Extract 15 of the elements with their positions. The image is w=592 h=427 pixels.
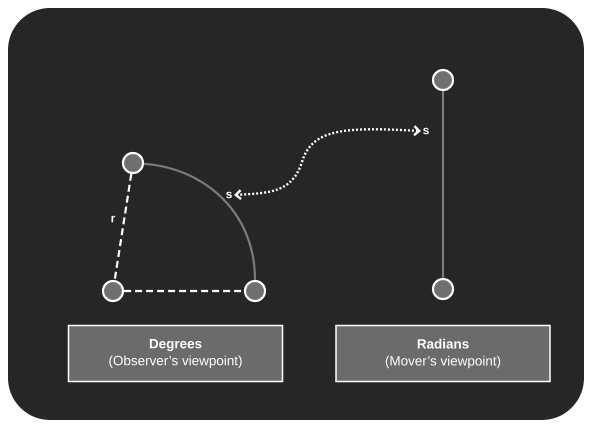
arc-length-label: s <box>226 192 232 198</box>
caption-box: Degrees (Observer’s viewpoint) <box>68 324 284 382</box>
point-marker <box>432 278 454 300</box>
connector-line <box>114 174 132 280</box>
point-marker <box>244 280 266 302</box>
connector-line <box>144 162 256 280</box>
radius-label: r <box>111 216 116 222</box>
arc-length-label: s <box>423 128 429 134</box>
caption-box: Radians (Mover’s viewpoint) <box>335 324 551 382</box>
point-marker <box>102 280 124 302</box>
point-marker <box>122 152 144 174</box>
connector-line <box>234 125 421 200</box>
connector-line <box>124 290 244 292</box>
connector-line <box>442 91 444 278</box>
point-marker <box>432 68 454 92</box>
